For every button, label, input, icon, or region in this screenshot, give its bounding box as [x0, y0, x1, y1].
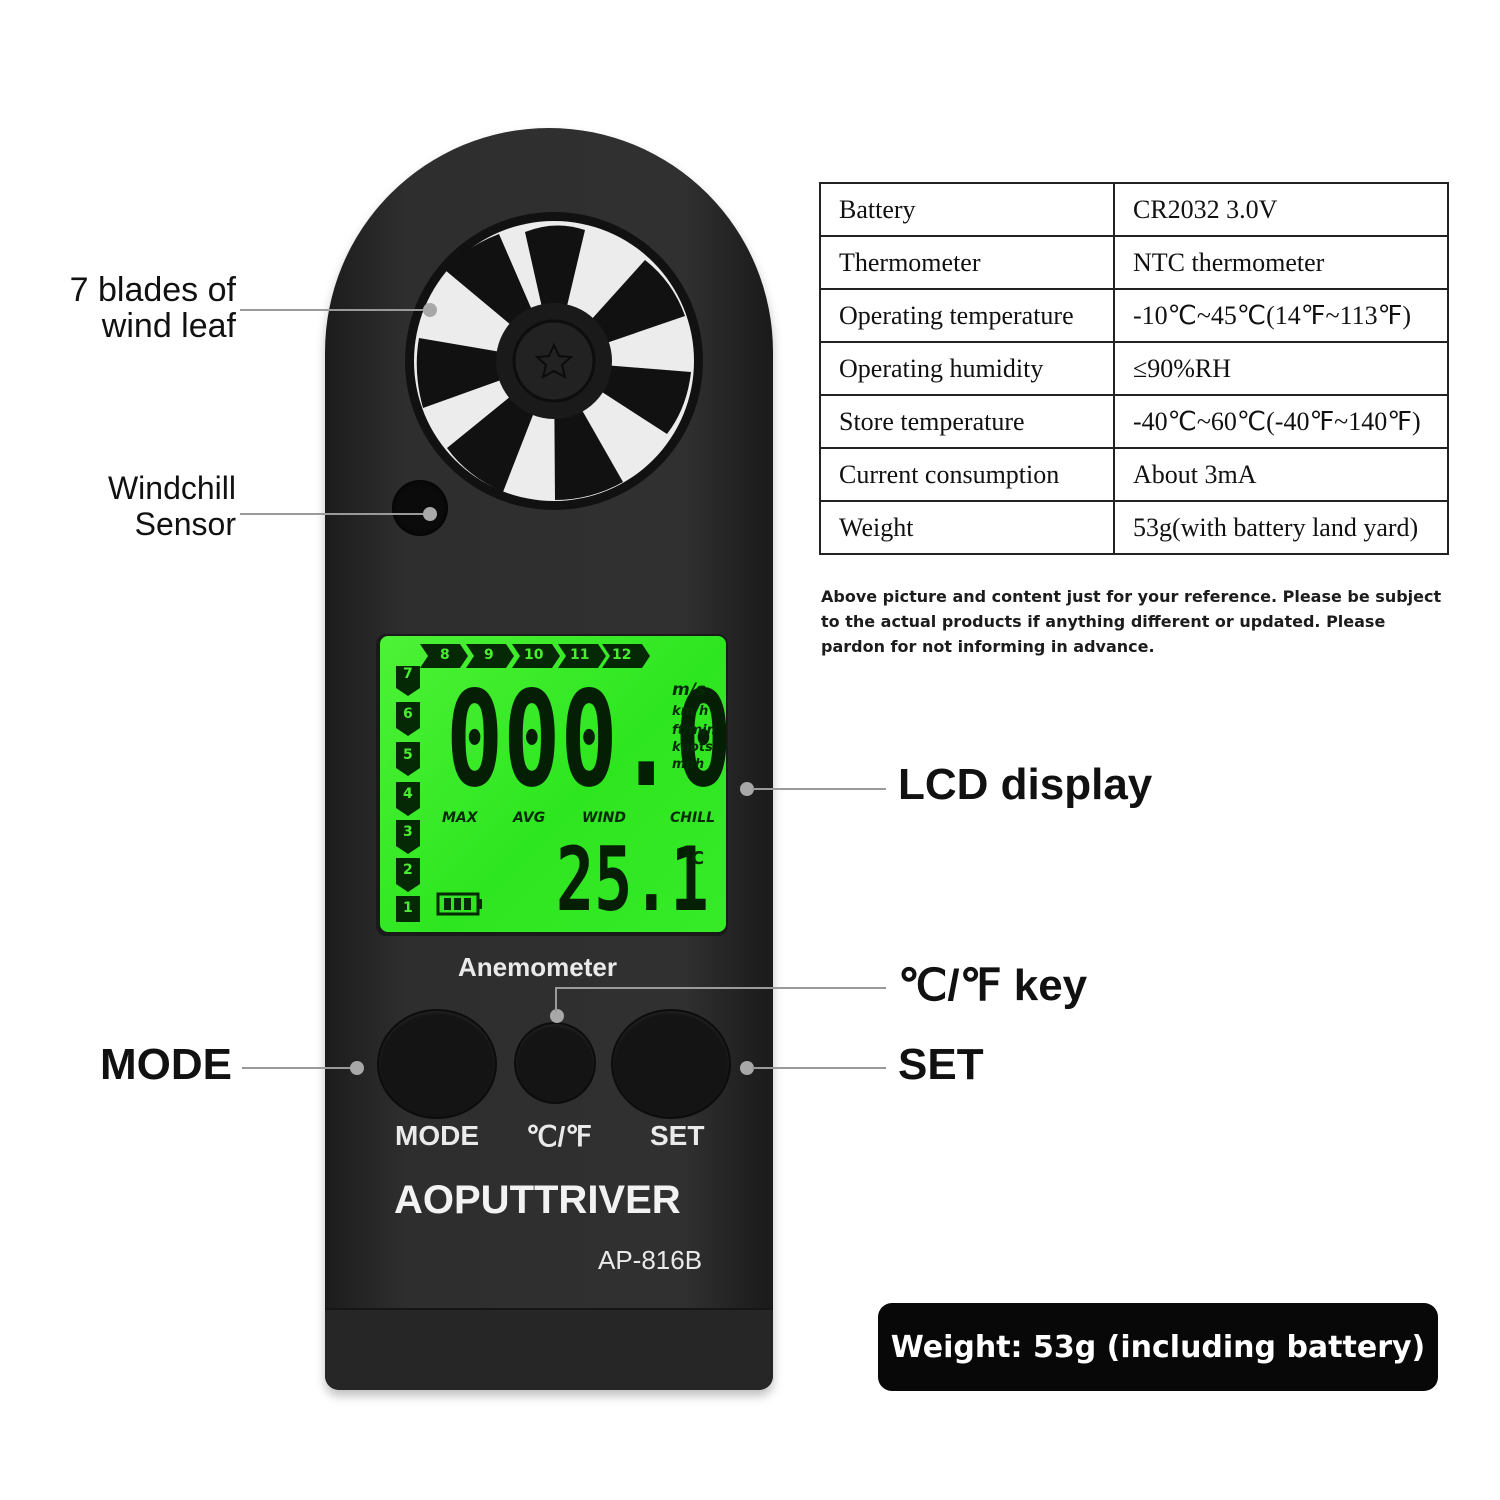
unit-ftmin: ft/min [672, 723, 716, 738]
device-base [325, 1308, 773, 1390]
callout-blades-line2: wind leaf [101, 307, 236, 345]
wind-fan [405, 212, 703, 510]
scale-2: 2 [403, 862, 413, 878]
callout-cf-key: ℃/℉ key [898, 961, 1088, 1010]
scale-10: 10 [524, 647, 544, 663]
mode-leader-line [242, 1067, 354, 1069]
cf-leader-vertical [555, 988, 557, 1012]
spec-value: NTC thermometer [1113, 235, 1449, 290]
spec-key: Operating humidity [819, 341, 1115, 396]
spec-row: Operating humidity≤90%RH [819, 341, 1449, 396]
windchill-leader-line [240, 513, 428, 515]
spec-key: Battery [819, 182, 1115, 237]
spec-row: Store temperature-40℃~60℃(-40℉~140℉) [819, 394, 1449, 449]
unit-ms: m/s [672, 680, 707, 700]
windchill-marker [423, 507, 437, 521]
scale-1: 1 [403, 900, 413, 916]
cf-button[interactable] [516, 1024, 594, 1102]
unit-knots: knots [672, 740, 713, 755]
set-button-label: SET [650, 1120, 705, 1151]
lcd-screen: 8 9 10 11 12 7 6 5 4 3 2 1 000.0 m/s km/… [380, 636, 726, 932]
mode-avg: AVG [513, 810, 546, 826]
mode-max: MAX [442, 810, 478, 826]
spec-key: Thermometer [819, 235, 1115, 290]
mode-marker [350, 1061, 364, 1075]
lcd-marker [740, 782, 754, 796]
callout-mode: MODE [100, 1040, 232, 1089]
scale-6: 6 [403, 706, 413, 722]
spec-value: -10℃~45℃(14℉~113℉) [1113, 288, 1449, 343]
brand-name: AOPUTTRIVER [394, 1178, 681, 1222]
spec-key: Current consumption [819, 447, 1115, 502]
scale-8: 8 [440, 647, 450, 663]
scale-12: 12 [612, 647, 632, 663]
spec-row: Operating temperature-10℃~45℃(14℉~113℉) [819, 288, 1449, 343]
blades-leader-line [240, 309, 428, 311]
spec-key: Operating temperature [819, 288, 1115, 343]
callout-set: SET [898, 1040, 984, 1089]
temperature-readout: 25.1 [556, 828, 709, 931]
spec-key: Weight [819, 500, 1115, 555]
spec-value: 53g(with battery land yard) [1113, 500, 1449, 555]
set-leader-line [752, 1067, 886, 1069]
blades-marker [423, 303, 437, 317]
callout-windchill-line2: Sensor [134, 506, 236, 542]
temp-unit: °C [682, 848, 705, 869]
callout-windchill-line1: Windchill [107, 470, 236, 506]
spec-value: CR2032 3.0V [1113, 182, 1449, 237]
weight-badge: Weight: 53g (including battery) [878, 1303, 1438, 1391]
unit-mph: mph [672, 757, 705, 772]
mode-wind: WIND [582, 810, 626, 826]
scale-7: 7 [403, 666, 413, 682]
wind-speed-readout: 000.0 [446, 663, 726, 817]
device-model-label: Anemometer [458, 952, 617, 982]
set-marker [740, 1061, 754, 1075]
disclaimer-note: Above picture and content just for your … [821, 587, 1442, 656]
callout-windchill: Windchill Sensor [60, 470, 236, 542]
unit-kmh: km/h [672, 704, 709, 719]
scale-11: 11 [570, 647, 590, 663]
scale-9: 9 [484, 647, 494, 663]
spec-key: Store temperature [819, 394, 1115, 449]
windchill-sensor [392, 480, 448, 536]
mode-button[interactable] [379, 1011, 495, 1117]
mode-chill: CHILL [670, 810, 716, 826]
callout-blades-line1: 7 blades of [69, 271, 236, 309]
scale-3: 3 [403, 824, 413, 840]
weight-badge-text: Weight: 53g (including battery) [890, 1329, 1426, 1365]
lcd-scale-arrows-icon [396, 644, 650, 922]
model-number: AP-816B [598, 1245, 703, 1275]
mode-button-label: MODE [395, 1120, 479, 1151]
callout-lcd: LCD display [898, 760, 1153, 809]
lcd-leader-line [752, 788, 886, 790]
spec-value: -40℃~60℃(-40℉~140℉) [1113, 394, 1449, 449]
cf-marker [550, 1009, 564, 1023]
callout-blades: 7 blades of wind leaf [60, 272, 236, 344]
spec-value: ≤90%RH [1113, 341, 1449, 396]
fan-blades-icon [414, 221, 694, 501]
spec-value: About 3mA [1113, 447, 1449, 502]
scale-5: 5 [403, 747, 413, 763]
scale-4: 4 [403, 786, 413, 802]
set-button[interactable] [613, 1011, 729, 1117]
cf-leader-line [555, 987, 886, 989]
cf-button-label: ℃/℉ [526, 1121, 592, 1152]
